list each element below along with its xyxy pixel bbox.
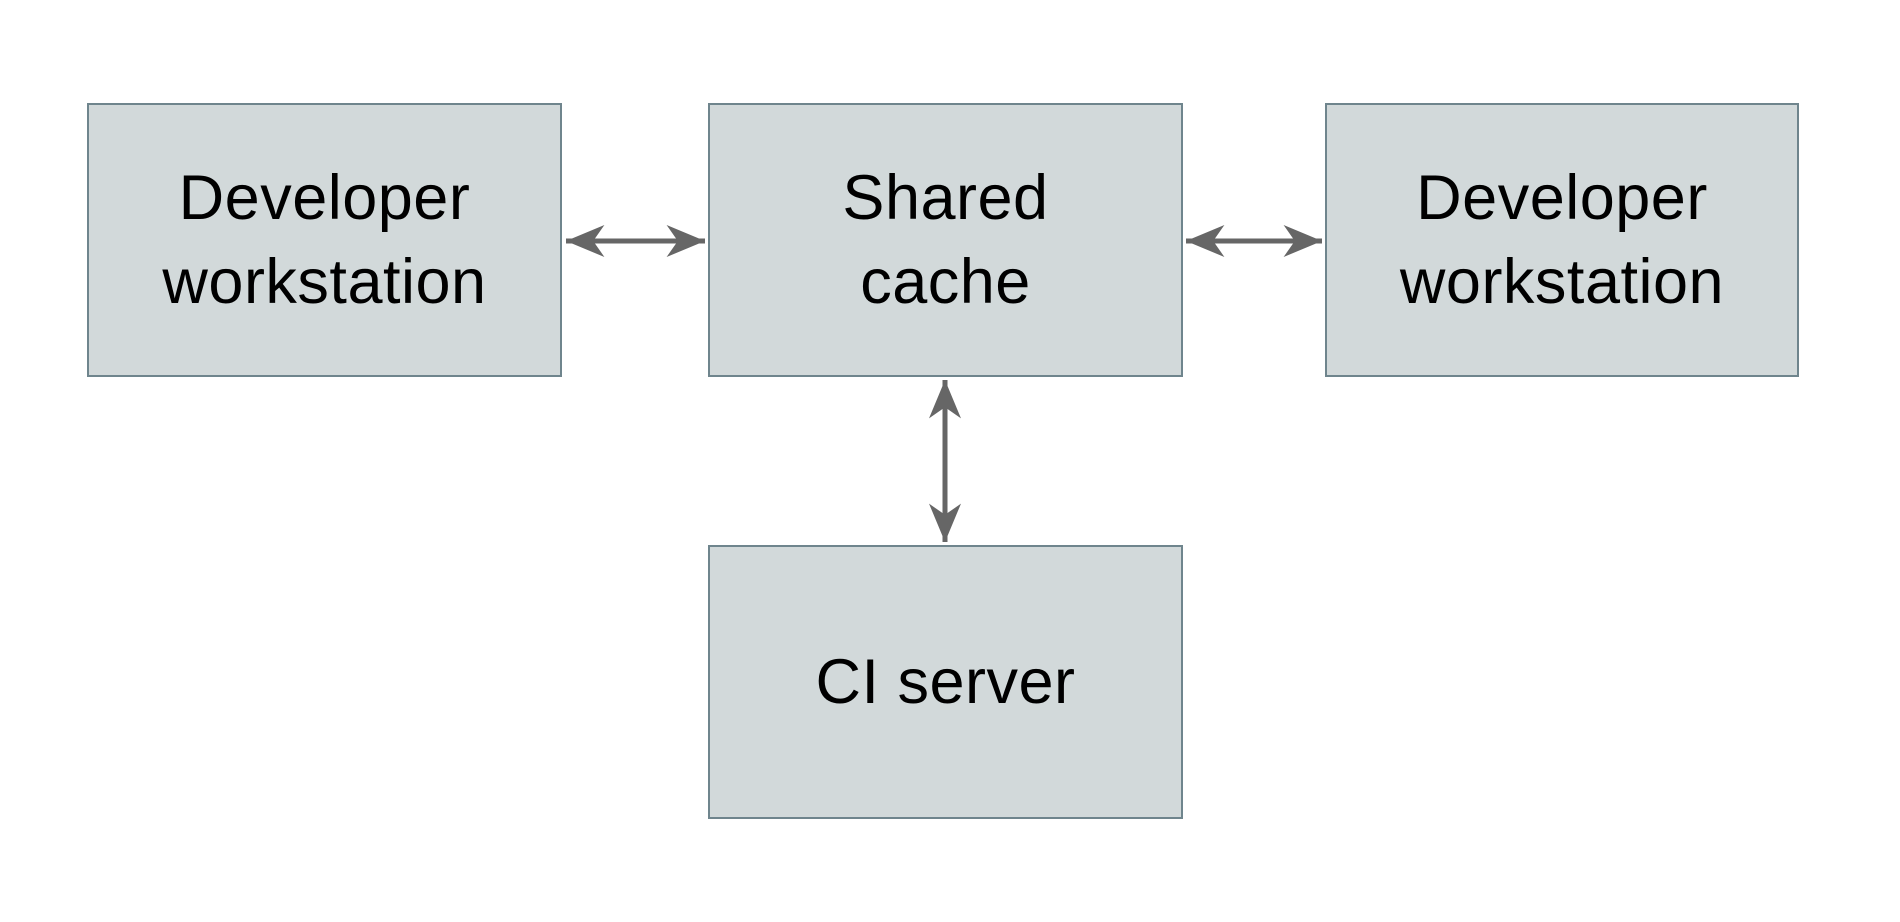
node-shared-cache: Shared cache <box>708 103 1183 377</box>
node-developer-workstation-right: Developer workstation <box>1325 103 1799 377</box>
node-developer-workstation-left-label: Developer workstation <box>162 163 487 317</box>
node-developer-workstation-right-label: Developer workstation <box>1399 163 1725 317</box>
node-ci-server: CI server <box>708 545 1183 819</box>
node-ci-server-label: CI server <box>815 647 1076 717</box>
node-shared-cache-label: Shared cache <box>842 163 1049 317</box>
node-developer-workstation-left: Developer workstation <box>87 103 562 377</box>
